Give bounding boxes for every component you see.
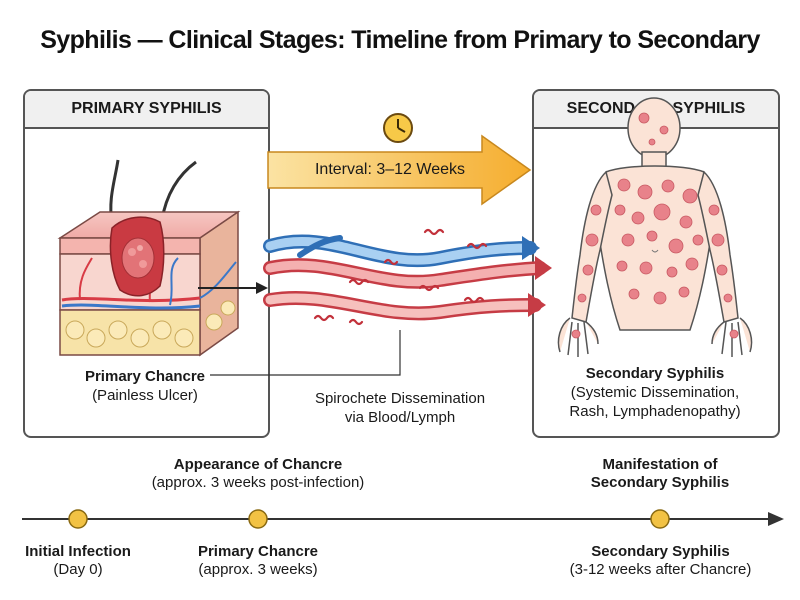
secondary-syphilis-label: Secondary Syphilis (Systemic Disseminati… xyxy=(540,364,770,421)
timeline-above-sub-1: (approx. 3 weeks post-infection) xyxy=(151,474,365,491)
timeline-below-title-1: Initial Infection xyxy=(25,543,131,560)
timeline-marker-primary xyxy=(248,509,268,529)
clock-icon xyxy=(383,113,413,143)
timeline-label-primary-chancre: Primary Chancre (approx. 3 weeks) xyxy=(178,543,338,579)
timeline-above-title-1: Appearance of Chancre xyxy=(173,456,343,473)
timeline-marker-secondary xyxy=(650,509,670,529)
primary-panel-header: PRIMARY SYPHILIS xyxy=(25,91,268,129)
secondary-label-title: Secondary Syphilis xyxy=(585,365,725,382)
timeline-label-chancre-appearance: Appearance of Chancre (approx. 3 weeks p… xyxy=(148,456,368,492)
timeline-below-title-2: Primary Chancre xyxy=(197,543,319,560)
page-title: Syphilis — Clinical Stages: Timeline fro… xyxy=(40,26,760,54)
dissemination-line-2: via Blood/Lymph xyxy=(344,409,456,426)
primary-chancre-label: Primary Chancre (Painless Ulcer) xyxy=(70,367,220,405)
timeline-marker-infection xyxy=(68,509,88,529)
primary-chancre-title: Primary Chancre xyxy=(84,368,206,385)
timeline-below-title-3: Secondary Syphilis xyxy=(591,543,730,560)
skin-cross-section-illustration xyxy=(57,159,241,357)
primary-chancre-subtitle: (Painless Ulcer) xyxy=(92,387,198,404)
blood-lymph-vessels xyxy=(263,234,552,321)
timeline-below-sub-2: (approx. 3 weeks) xyxy=(198,561,318,578)
dissemination-line-1: Spirochete Dissemination xyxy=(314,390,486,407)
spirochetes xyxy=(313,228,488,326)
interval-arrow xyxy=(267,134,532,206)
dissemination-label: Spirochete Dissemination via Blood/Lymph xyxy=(300,389,500,427)
timeline xyxy=(22,509,784,529)
timeline-above-title-2: Manifestation of xyxy=(602,456,718,473)
timeline-label-secondary-syphilis: Secondary Syphilis (3-12 weeks after Cha… xyxy=(558,543,763,579)
timeline-label-secondary-manifestation: Manifestation of Secondary Syphilis xyxy=(570,456,750,492)
body-rash-illustration xyxy=(557,97,753,357)
secondary-label-sub-2: Rash, Lymphadenopathy) xyxy=(569,403,741,420)
timeline-above-sub-2: Secondary Syphilis xyxy=(590,474,730,491)
timeline-below-sub-3: (3-12 weeks after Chancre) xyxy=(569,561,752,578)
timeline-below-sub-1: (Day 0) xyxy=(53,561,103,578)
interval-label: Interval: 3–12 Weeks xyxy=(314,161,465,178)
secondary-label-sub-1: (Systemic Dissemination, xyxy=(570,384,740,401)
timeline-label-initial-infection: Initial Infection (Day 0) xyxy=(8,543,148,579)
